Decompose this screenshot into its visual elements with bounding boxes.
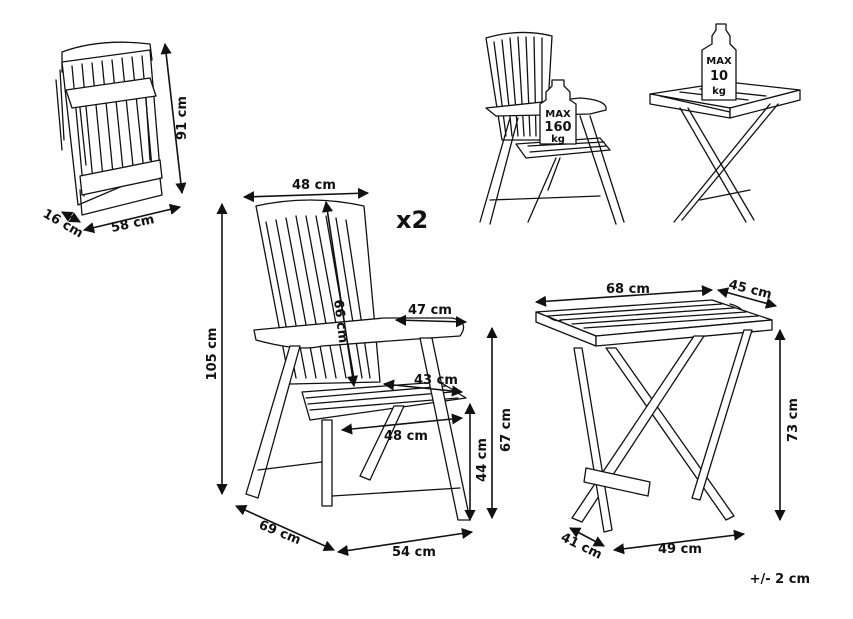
- arm-height-label: 67 cm: [499, 408, 514, 452]
- total-height-label: 105 cm: [205, 328, 220, 381]
- folded-height-label: 91 cm: [175, 96, 190, 140]
- folded-chair-illustration: [55, 41, 163, 216]
- chair-depth-label: 69 cm: [257, 518, 303, 548]
- load-table-illustration: [649, 81, 801, 223]
- table-base-width-label: 49 cm: [658, 542, 702, 557]
- chair-quantity: x2: [396, 206, 428, 234]
- chair-load-max: MAX: [545, 109, 571, 120]
- back-width-label: 48 cm: [292, 178, 336, 193]
- table-load-value: 10: [710, 69, 728, 84]
- chair-weight-icon: MAX 160 kg: [539, 79, 577, 145]
- main-chair-illustration: [245, 199, 471, 521]
- chair-width-label: 54 cm: [392, 545, 436, 560]
- seat-depth-label: 43 cm: [414, 373, 458, 388]
- table-load-max: MAX: [706, 56, 732, 67]
- main-table-illustration: [535, 299, 773, 533]
- tolerance-note: +/- 2 cm: [750, 572, 810, 587]
- table-weight-icon: MAX 10 kg: [701, 23, 737, 101]
- main-table-dimensions: 68 cm 45 cm 73 cm 41 cm 49 cm: [534, 277, 801, 563]
- chair-load-value: 160: [544, 120, 571, 135]
- back-height-label: 66 cm: [330, 299, 350, 344]
- table-length-label: 68 cm: [606, 282, 650, 297]
- table-height-label: 73 cm: [786, 398, 801, 442]
- seat-height-label: 44 cm: [475, 438, 490, 482]
- seat-width-label: 48 cm: [384, 429, 428, 444]
- load-chair-illustration: [479, 31, 625, 225]
- armrest-label: 47 cm: [408, 303, 452, 318]
- main-chair-dimensions: x2 48 cm 66 cm 105 cm 47 cm 43 cm 48 cm …: [205, 178, 514, 560]
- chair-load-unit: kg: [551, 134, 565, 145]
- table-base-depth-label: 41 cm: [558, 530, 604, 563]
- table-load-unit: kg: [712, 86, 726, 97]
- folded-width-label: 58 cm: [110, 212, 156, 236]
